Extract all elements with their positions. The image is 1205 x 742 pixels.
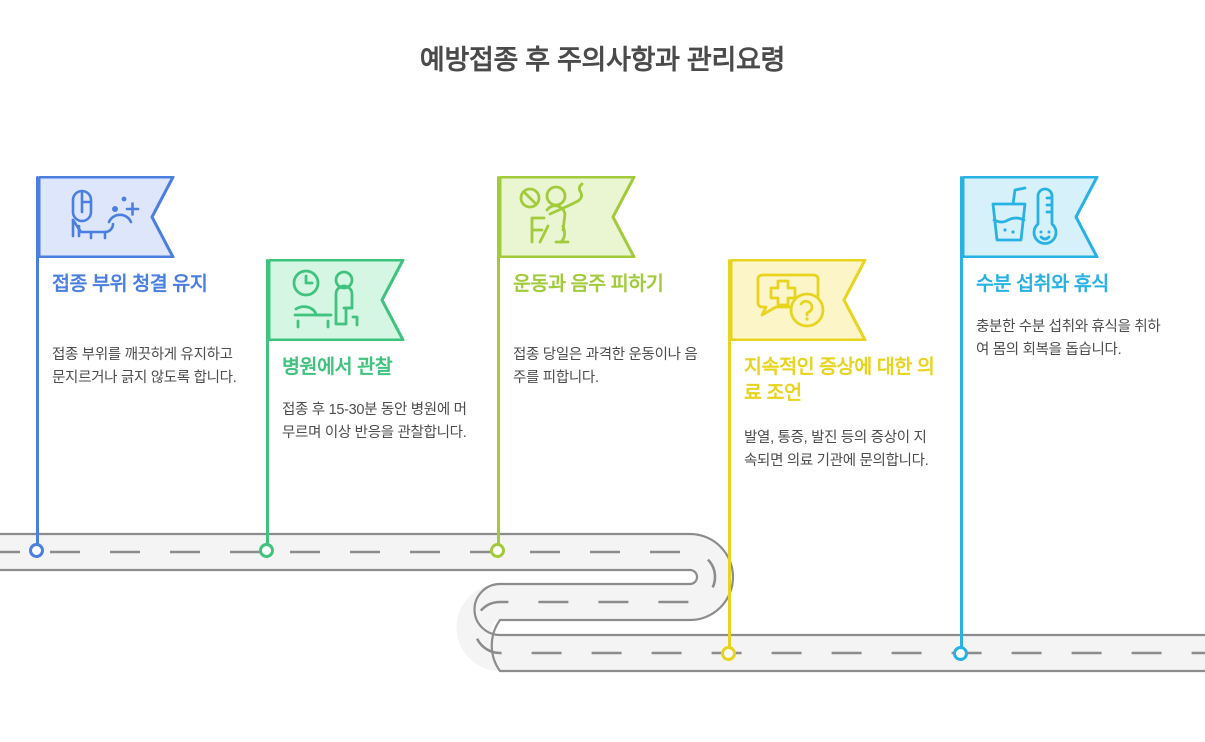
milestone-flag-4 [731, 259, 868, 341]
milestone-flag-2 [269, 259, 406, 341]
milestone-title-1: 접종 부위 청결 유지 [52, 273, 208, 295]
milestone-pole-1 [36, 176, 39, 558]
milestone-flag-5 [963, 176, 1100, 258]
milestone-pole-2 [266, 259, 269, 558]
milestone-title-3: 운동과 음주 피하기 [513, 273, 664, 295]
milestone-node-2[interactable] [259, 543, 274, 558]
milestone-title-5: 수분 섭취와 휴식 [976, 273, 1109, 295]
no-exercise-no-alcohol-icon [519, 182, 584, 244]
vaccination-site-care-icon [71, 189, 140, 240]
milestone-flag-3 [500, 176, 637, 258]
medical-advice-chat-icon [756, 273, 825, 328]
page-title: 예방접종 후 주의사항과 관리요령 [419, 45, 786, 75]
milestone-description-4: 발열, 통증, 발진 등의 증상이 지속되면 의료 기관에 문의합니다. [744, 430, 929, 469]
milestone-pole-4 [728, 259, 731, 661]
milestone-node-5[interactable] [953, 646, 968, 661]
milestone-pole-3 [497, 176, 500, 558]
milestone-description-5: 충분한 수분 섭취와 휴식을 취하여 몸의 회복을 돕습니다. [976, 319, 1161, 358]
milestone-description-1: 접종 부위를 깨끗하게 유지하고 문지르거나 긁지 않도록 합니다. [52, 347, 237, 386]
milestone-node-4[interactable] [721, 646, 736, 661]
milestone-description-3: 접종 당일은 과격한 운동이나 음주를 피합니다. [513, 347, 698, 386]
milestone-flag-1 [39, 176, 176, 258]
milestone-description-2: 접종 후 15-30분 동안 병원에 머무르며 이상 반응을 관찰합니다. [282, 402, 467, 441]
milestone-pole-5 [960, 176, 963, 661]
milestone-node-3[interactable] [490, 543, 505, 558]
milestone-node-1[interactable] [29, 543, 44, 558]
hydration-and-rest-icon [991, 186, 1058, 245]
clinic-observation-icon [292, 269, 359, 329]
milestone-title-4: 지속적인 증상에 대한 의료 조언 [744, 356, 935, 404]
milestone-title-2: 병원에서 관찰 [282, 356, 393, 378]
